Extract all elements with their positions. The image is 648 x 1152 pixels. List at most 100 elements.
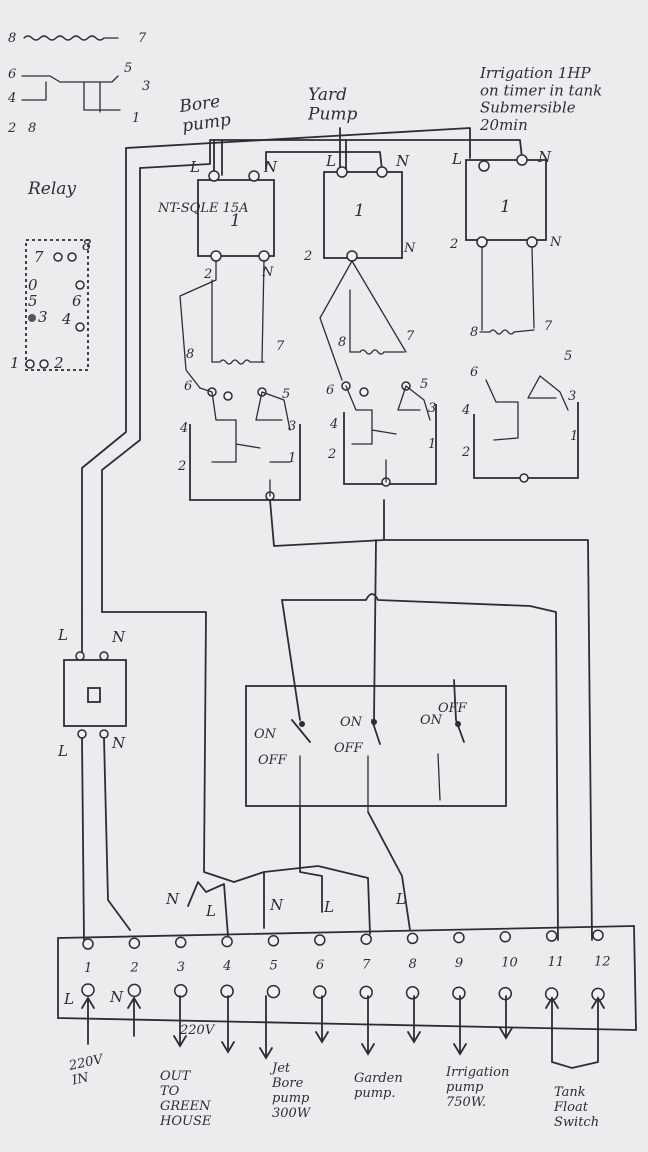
relay-pin-2: 2 — [53, 354, 64, 372]
timer-3-term-n2 — [526, 236, 538, 248]
timer-1-label-2: 2 — [203, 267, 212, 282]
terminal-screw-top — [545, 930, 558, 942]
timer-2: L N 1 2 N — [303, 152, 416, 264]
relay-pin-8: 8 — [82, 236, 92, 254]
terminal-label-n: N — [109, 988, 124, 1006]
timer-2-label-2: 2 — [303, 249, 312, 264]
timer-1: L N 1 2 N NT-SQLE 15A — [157, 158, 278, 282]
terminal-number: 8 — [409, 957, 417, 972]
timer-1-body — [197, 179, 275, 257]
coil-wires-3 — [481, 246, 535, 331]
terminal-number: 12 — [594, 954, 611, 969]
switch-panel-body — [245, 685, 507, 807]
breaker-term-n-in — [99, 651, 109, 661]
terminal-11: 11 — [544, 930, 565, 1001]
terminal-screw-bottom — [81, 983, 95, 997]
label-greenhouse-volt: 220V — [179, 1023, 216, 1038]
wire-n-bus-left — [101, 167, 141, 613]
terminal-screw-bottom — [359, 985, 373, 1000]
terminal-6: 6 — [313, 934, 327, 999]
breaker-term-l-in — [75, 651, 85, 661]
terminal-screw-top — [360, 933, 372, 945]
output-arrows — [81, 995, 605, 1069]
timer-3-term-l — [478, 160, 490, 172]
terminal-8: 8 — [405, 932, 420, 1000]
coil-wires-2 — [319, 260, 407, 381]
relay-pin-6: 6 — [72, 292, 82, 310]
legend-pin-2: 2 — [7, 121, 16, 136]
timer-2-term-l — [336, 166, 348, 178]
switch-3-off: OFF — [438, 701, 468, 716]
wire-breaker-out — [81, 737, 131, 941]
terminal-2: 2 — [127, 937, 142, 998]
breaker-label-l-out: L — [57, 742, 68, 760]
timer-3: L N 1 2 N — [449, 148, 562, 252]
relay-2-label-6: 6 — [326, 383, 334, 398]
timer-2-label-1: 1 — [354, 201, 365, 221]
wire-drop-n — [265, 151, 383, 171]
relay-pin-0e — [75, 322, 85, 332]
terminal-screw-top — [82, 938, 94, 950]
arrow-irrigation-n — [499, 995, 513, 1040]
switch-2-pivot — [371, 719, 377, 725]
relay-1-coil — [211, 359, 265, 365]
relay-3-contacts — [485, 375, 569, 441]
relay-2: 6 5 4 3 2 1 — [326, 377, 437, 487]
terminal-screw-top — [499, 931, 512, 943]
terminal-number: 6 — [316, 958, 324, 973]
switch-2-on: ON — [340, 715, 363, 730]
legend-contact-lines — [21, 75, 121, 113]
relay-1-label-3: 3 — [288, 419, 296, 434]
wire-switch-feed — [281, 593, 559, 941]
terminal-screw-bottom — [173, 984, 188, 998]
relay-base-outline — [25, 239, 89, 371]
arrow-greenhouse-l — [221, 995, 235, 1054]
legend-pin-7: 7 — [138, 31, 147, 46]
terminal-screw-bottom — [127, 983, 142, 998]
terminal-10: 10 — [498, 931, 518, 1001]
terminal-12: 12 — [591, 929, 611, 1002]
timer-3-label-1: 1 — [500, 197, 511, 217]
terminal-number: 11 — [548, 955, 565, 970]
terminal-screw-top — [221, 935, 233, 948]
timer-1-label-n2: N — [261, 265, 274, 280]
terminal-4: 4 — [220, 935, 234, 998]
arrow-jet-l — [315, 995, 329, 1044]
timer-1-note: NT-SQLE 15A — [157, 201, 249, 216]
switch-1-pivot — [299, 721, 305, 727]
relay-1-label-8: 8 — [186, 347, 194, 362]
relay-3-coil — [479, 329, 535, 335]
relay-3-term-out — [519, 473, 529, 483]
relay-label: Relay — [27, 179, 76, 199]
switch-1-off: OFF — [258, 753, 288, 768]
switch-2-off: OFF — [334, 741, 364, 756]
relay-pin-5: 5 — [28, 292, 38, 310]
relay-3-label-5: 5 — [564, 349, 572, 364]
breaker-label-n-out: N — [111, 734, 126, 752]
legend-pin-8b: 8 — [28, 121, 36, 136]
relay-2-coil — [349, 349, 405, 355]
breaker-toggle — [87, 687, 101, 703]
timer-1-label-n: N — [263, 158, 278, 176]
terminal-screw-bottom — [220, 984, 234, 998]
relay-pin-1: 1 — [10, 354, 20, 372]
terminal-number: 3 — [177, 960, 185, 975]
arrow-in-l — [81, 996, 95, 1045]
relay-pin-0c: 0 — [28, 276, 38, 294]
relay-2-label-8: 8 — [338, 335, 346, 350]
terminal-screw-top — [174, 936, 187, 949]
relay-1-body — [189, 424, 301, 501]
relay-2-term-a — [359, 387, 369, 397]
relay-3-label-4: 4 — [461, 403, 470, 418]
wire-relay-common — [269, 499, 593, 941]
timer-2-label-n2: N — [403, 241, 416, 256]
wire-l-bus-left — [81, 147, 127, 616]
timer-1-term-n — [248, 170, 260, 182]
relay-pin-3: 3 — [38, 308, 48, 326]
